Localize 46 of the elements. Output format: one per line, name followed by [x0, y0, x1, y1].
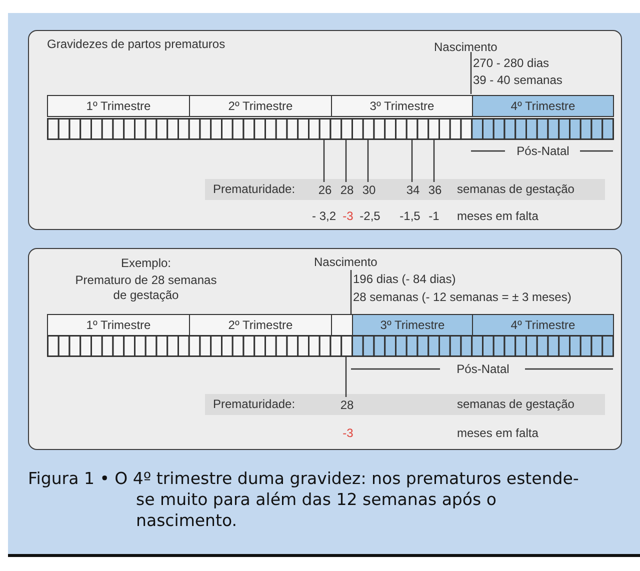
- trimester-label: 2º Trimestre: [228, 318, 293, 332]
- diagram-label: 39 - 40 semanas: [473, 73, 562, 88]
- diagram-label: Pós-Natal: [456, 362, 510, 377]
- diagram-label: semanas de gestação: [457, 397, 574, 412]
- diagram-label: meses em falta: [457, 209, 538, 224]
- panel-heading: Gravidezes de partos prematuros: [47, 37, 226, 52]
- panel-heading: Exemplo:: [120, 256, 172, 271]
- trimester-label: 4º Trimestre: [510, 99, 576, 113]
- diagram-label: 28 semanas (- 12 semanas = ± 3 meses): [353, 290, 572, 305]
- diagram-label: semanas de gestação: [457, 182, 574, 197]
- panel-frame: [28, 30, 622, 230]
- trimester-label: 2º Trimestre: [228, 99, 293, 113]
- diagram-label: Pós-Natal: [516, 144, 570, 159]
- trimester-box: [472, 95, 614, 117]
- trimester-label: 4º Trimestre: [510, 318, 576, 332]
- diagram-label: 196 dias (- 84 dias): [353, 272, 456, 287]
- diagram-label: Prematuridade:: [213, 182, 296, 197]
- trimester-box: [352, 314, 473, 336]
- trimester-box: [47, 95, 190, 117]
- diagram-label: Nascimento: [434, 40, 498, 55]
- diagram-label: -1: [428, 209, 440, 224]
- trimester-label: 1º Trimestre: [86, 99, 151, 113]
- week-cell-bar: [47, 118, 614, 140]
- diagram-label: Prematuridade:: [213, 397, 296, 412]
- diagram-label: -2,5: [360, 209, 380, 224]
- diagram-label: -3: [342, 209, 354, 224]
- diagram-label: 270 - 280 dias: [473, 56, 550, 71]
- week-number: 28: [334, 398, 360, 413]
- week-cell-bar: [47, 335, 614, 357]
- trimester-label: 3º Trimestre: [380, 318, 445, 332]
- panel-heading: Prematuro de 28 semanas de gestação: [74, 273, 218, 303]
- diagram-label: - 3,2: [312, 209, 336, 224]
- diagram-label: Nascimento: [314, 255, 378, 270]
- trimester-box: [47, 314, 190, 336]
- diagram-label: -1,5: [400, 209, 420, 224]
- trimester-box: [472, 314, 614, 336]
- trimester-box: [331, 95, 473, 117]
- trimester-box: [331, 314, 353, 336]
- diagram-label: -3: [342, 426, 354, 441]
- trimester-label: 3º Trimestre: [370, 99, 434, 113]
- trimester-box: [189, 95, 332, 117]
- figure-caption: Figura 1 • O 4º trimestre duma gravidez: nos prematuros estende-se muito para além das 12 semanas após o nascimento.: [28, 468, 580, 531]
- trimester-box: [189, 314, 332, 336]
- diagram-label: meses em falta: [457, 426, 538, 441]
- trimester-label: 1º Trimestre: [86, 318, 151, 332]
- panel-frame: [28, 248, 622, 450]
